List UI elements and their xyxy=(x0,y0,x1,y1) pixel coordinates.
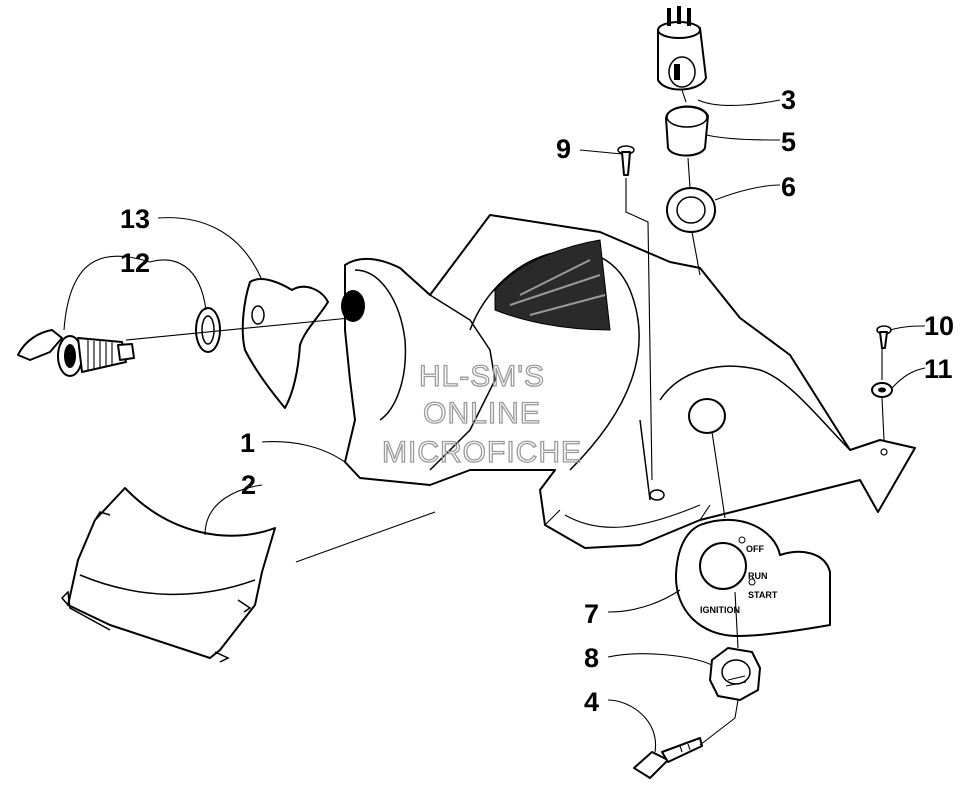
callout-1: 1 xyxy=(240,428,255,458)
callout-3: 3 xyxy=(781,85,796,115)
lower-cover-panel xyxy=(60,487,276,663)
callout-9: 9 xyxy=(556,134,571,164)
washer-11 xyxy=(871,382,893,398)
callout-10: 10 xyxy=(924,311,954,341)
plate-ignition-label: IGNITION xyxy=(700,605,740,615)
callout-11: 11 xyxy=(924,354,953,384)
plate-run-label: RUN xyxy=(748,571,768,581)
leader-lines xyxy=(63,89,926,753)
screw-9 xyxy=(617,145,635,176)
callout-8: 8 xyxy=(584,643,599,673)
watermark-line3: MICROFICHE xyxy=(382,436,582,469)
plate-start-label: START xyxy=(748,590,778,600)
callout-4: 4 xyxy=(584,687,599,717)
gasket-plate xyxy=(241,278,329,409)
plate-off-label: OFF xyxy=(746,544,764,554)
callout-6: 6 xyxy=(781,172,796,202)
lock-washer xyxy=(666,187,716,233)
ignition-plate: OFF RUN START IGNITION xyxy=(674,518,831,637)
callout-13: 13 xyxy=(120,204,150,234)
callout-2: 2 xyxy=(241,470,256,500)
accessory-socket xyxy=(17,329,135,377)
callout-7: 7 xyxy=(584,599,599,629)
watermark-line1: HL-SM'S xyxy=(419,360,545,393)
watermark: HL-SM'S ONLINE MICROFICHE xyxy=(381,359,582,469)
ignition-nut xyxy=(709,647,761,701)
switch-sleeve xyxy=(665,105,709,157)
screw-10 xyxy=(876,325,892,349)
watermark-line2: ONLINE xyxy=(423,397,541,430)
socket-nut xyxy=(195,307,221,353)
ignition-key xyxy=(633,737,703,779)
callout-labels: 1 2 3 4 5 6 7 8 9 10 11 12 13 xyxy=(120,85,954,717)
console-housing xyxy=(341,214,916,549)
callout-12: 12 xyxy=(120,248,150,278)
ignition-switch xyxy=(657,6,707,91)
callout-5: 5 xyxy=(781,127,796,157)
